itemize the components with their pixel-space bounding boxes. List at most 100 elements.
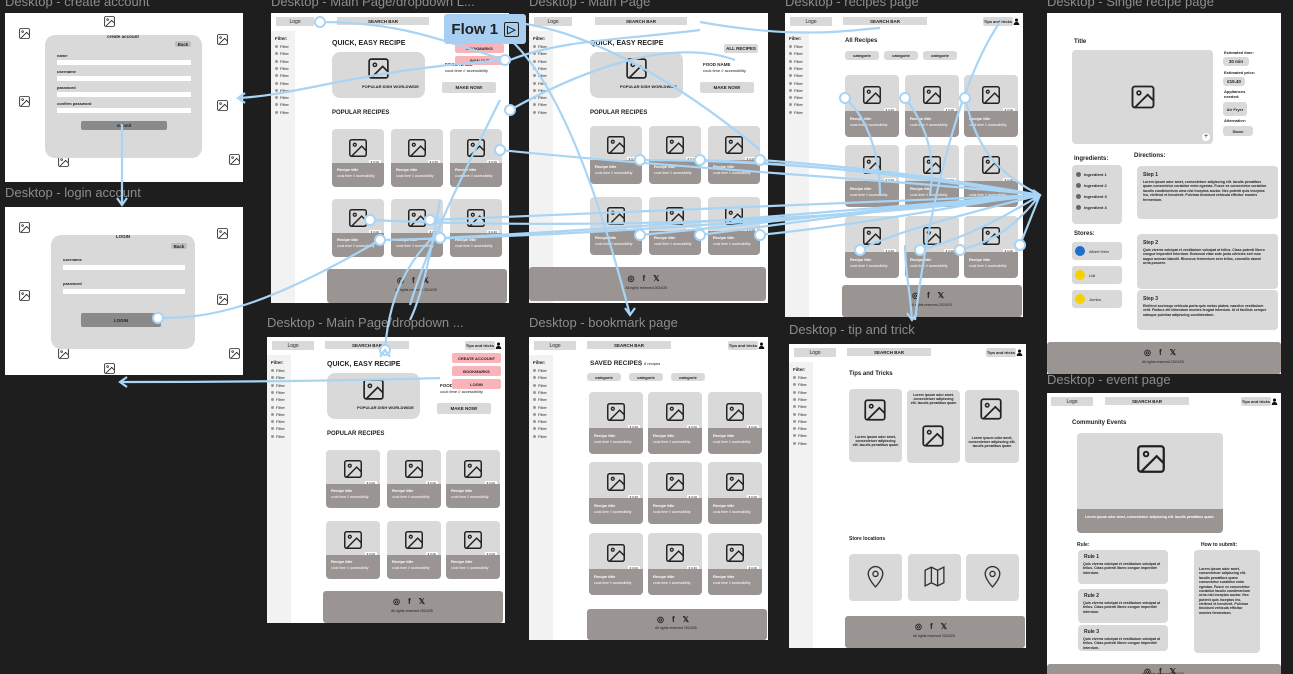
filter-option[interactable]: Filter (789, 95, 803, 100)
filter-option[interactable]: Filter (271, 375, 285, 380)
dropdown-item[interactable]: LOGIN (452, 379, 501, 389)
featured-recipe[interactable]: POPULAR DISH WORLDWIDE (327, 373, 420, 419)
store-chip[interactable]: Albert Hein (1072, 242, 1122, 260)
category-chip[interactable]: categorie (845, 51, 879, 60)
facebook-icon[interactable]: f (407, 597, 411, 607)
filter-option[interactable]: Filter (533, 81, 547, 86)
filter-option[interactable]: Filter (793, 426, 807, 431)
instagram-icon[interactable]: ◎ (1144, 348, 1151, 358)
text-input[interactable] (57, 60, 191, 65)
tips-button[interactable]: Tips and tricks (728, 341, 758, 350)
filter-option[interactable]: Filter (271, 405, 285, 410)
search-bar[interactable]: SEARCH BAR (337, 17, 429, 25)
user-icon[interactable] (1271, 398, 1278, 405)
filter-option[interactable]: Filter (789, 102, 803, 107)
filter-option[interactable]: Filter (275, 81, 289, 86)
instagram-icon[interactable]: ◎ (657, 615, 664, 625)
search-bar[interactable]: SEARCH BAR (843, 17, 927, 25)
filter-option[interactable]: Filter (271, 434, 285, 439)
tip-card[interactable]: Lorem ipsum odor amet, consectetuer adip… (849, 389, 902, 462)
filter-option[interactable]: Filter (275, 73, 289, 78)
category-chip[interactable]: categorie (629, 373, 663, 381)
user-icon[interactable] (1013, 18, 1020, 25)
logo[interactable]: Logo (534, 17, 572, 26)
filter-option[interactable]: Filter (533, 426, 547, 431)
facebook-icon[interactable]: f (929, 622, 933, 632)
dropdown-item[interactable]: BOOKMARKS (452, 366, 501, 376)
search-bar[interactable]: SEARCH BAR (1105, 397, 1189, 405)
filter-option[interactable]: Filter (793, 397, 807, 402)
instagram-icon[interactable]: ◎ (1144, 666, 1151, 674)
filter-option[interactable]: Filter (533, 390, 547, 395)
filter-option[interactable]: Filter (793, 419, 807, 424)
filter-option[interactable]: Filter (533, 419, 547, 424)
x-icon[interactable]: 𝕏 (653, 273, 660, 283)
filter-option[interactable]: Filter (533, 88, 547, 93)
filter-option[interactable]: Filter (275, 59, 289, 64)
dropdown-item[interactable]: CREATE ACCOUNT (452, 353, 501, 363)
filter-option[interactable]: Filter (793, 441, 807, 446)
filter-option[interactable]: Filter (275, 88, 289, 93)
user-icon[interactable] (758, 342, 765, 349)
filter-option[interactable]: Filter (793, 375, 807, 380)
filter-option[interactable]: Filter (789, 66, 803, 71)
store-location-card[interactable] (908, 554, 961, 601)
x-icon[interactable]: 𝕏 (940, 622, 948, 632)
filter-option[interactable]: Filter (789, 110, 803, 115)
filter-option[interactable]: Filter (533, 368, 547, 373)
filter-option[interactable]: Filter (275, 44, 289, 49)
filter-option[interactable]: Filter (271, 412, 285, 417)
facebook-icon[interactable]: f (642, 273, 646, 283)
filter-option[interactable]: Filter (793, 404, 807, 409)
text-input[interactable] (57, 108, 191, 113)
filter-option[interactable]: Filter (533, 95, 547, 100)
filter-option[interactable]: Filter (789, 88, 803, 93)
instagram-icon[interactable]: ◎ (397, 275, 404, 285)
category-chip[interactable]: categorie (884, 51, 918, 60)
facebook-icon[interactable]: f (1158, 348, 1162, 358)
filter-option[interactable]: Filter (271, 419, 285, 424)
filter-option[interactable]: Filter (533, 412, 547, 417)
filter-option[interactable]: Filter (271, 383, 285, 388)
make-now-button[interactable]: MAKE NOW! (442, 82, 496, 93)
filter-option[interactable]: Filter (793, 382, 807, 387)
filter-option[interactable]: Filter (793, 390, 807, 395)
user-icon[interactable] (495, 342, 502, 349)
tips-button[interactable]: Tips and tricks (1241, 397, 1271, 406)
back-button[interactable]: Back (171, 243, 187, 249)
logo[interactable]: Logo (794, 348, 836, 357)
featured-recipe[interactable]: POPULAR DISH WORLDWIDE (332, 52, 425, 98)
filter-option[interactable]: Filter (533, 102, 547, 107)
filter-option[interactable]: Filter (533, 405, 547, 410)
search-bar[interactable]: SEARCH BAR (587, 341, 671, 349)
text-input[interactable] (57, 76, 191, 81)
logo[interactable]: Logo (1051, 397, 1093, 406)
facebook-icon[interactable]: f (671, 615, 675, 625)
tip-card[interactable]: Lorem ipsum odor amet, consectetuer adip… (965, 390, 1019, 463)
filter-option[interactable]: Filter (271, 390, 285, 395)
back-button[interactable]: Back (175, 41, 191, 47)
text-input[interactable] (63, 289, 185, 294)
logo[interactable]: Logo (276, 17, 314, 26)
filter-option[interactable]: Filter (275, 66, 289, 71)
